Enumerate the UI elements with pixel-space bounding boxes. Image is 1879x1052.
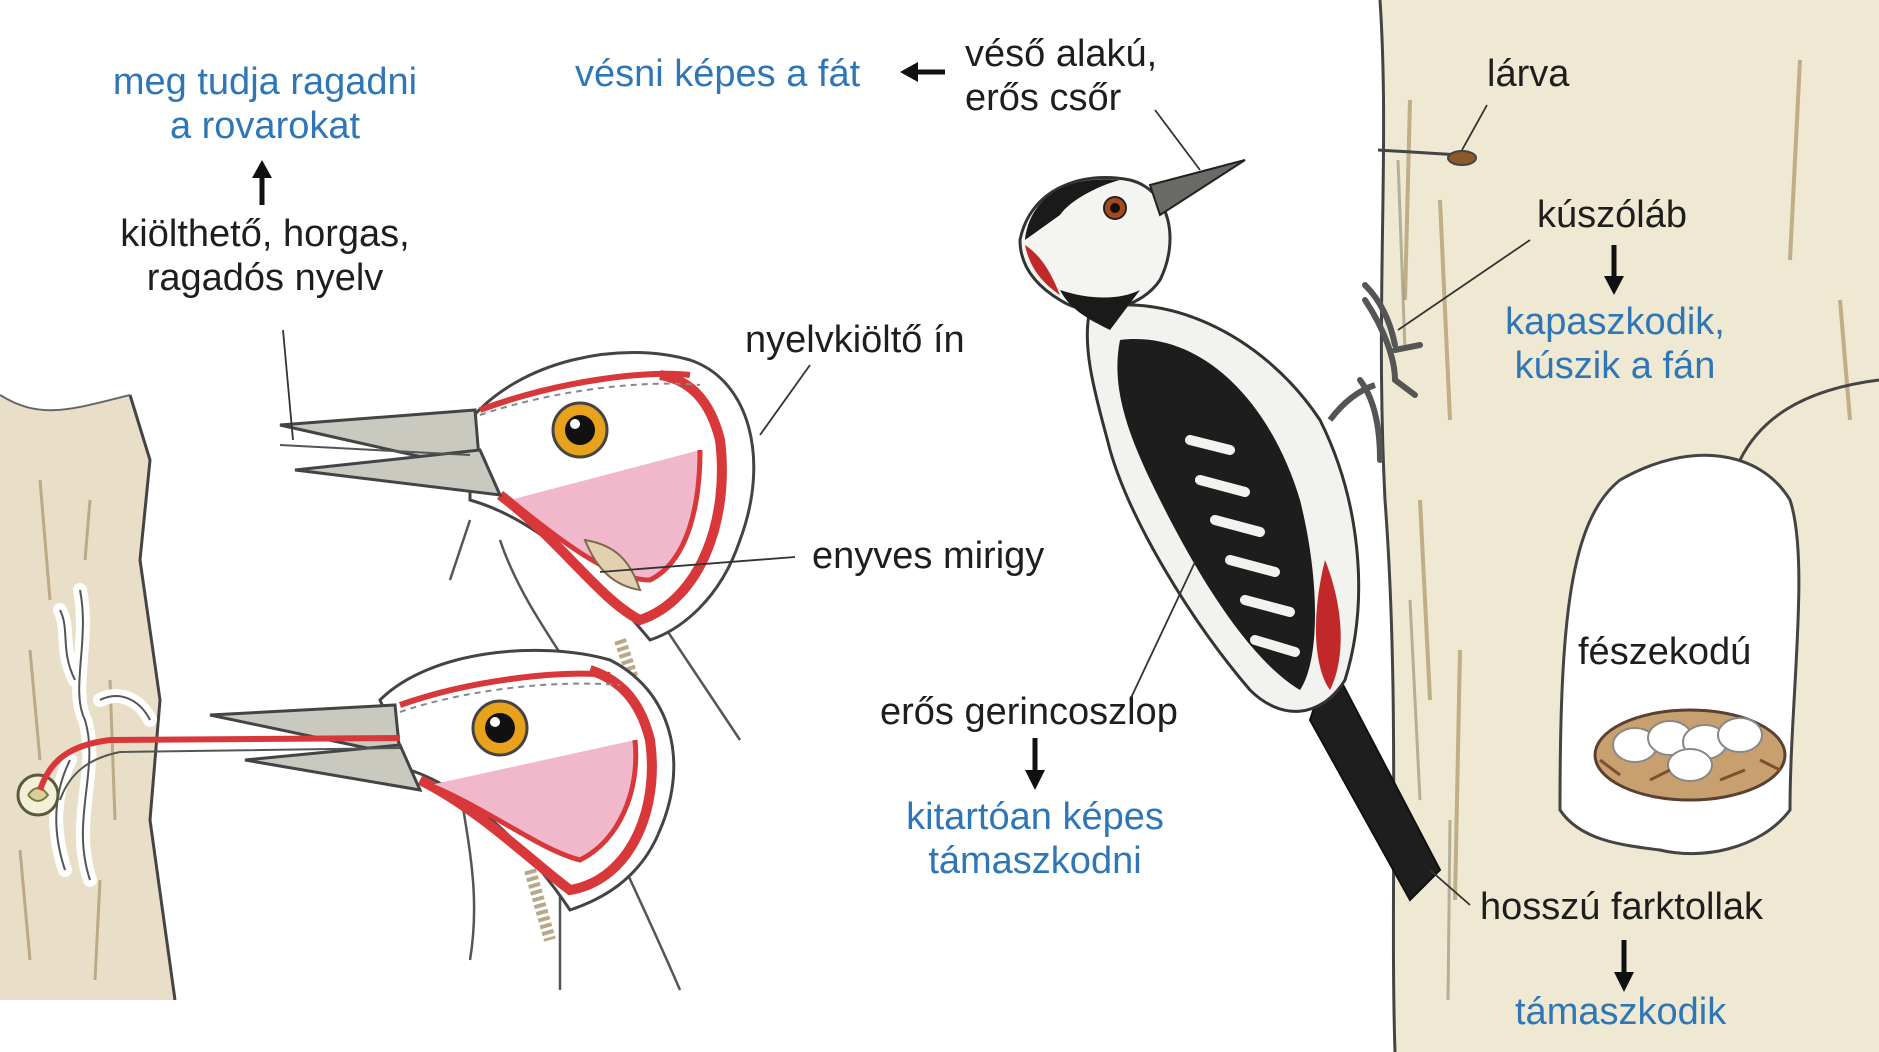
chisel-beak [1150,160,1245,215]
beak-label: véső alakú, erős csőr [965,32,1157,120]
tail-label: hosszú farktollak [1480,885,1763,929]
spine-result-label: kitartóan képes támaszkodni [880,795,1190,883]
arrow-left-icon [900,62,945,82]
climb-result-line-2: kúszik a fán [1490,344,1740,388]
tongue-line-1: kiölthető, horgas, [100,212,430,256]
tongue-label: kiölthető, horgas, ragadós nyelv [100,212,430,300]
great-spotted-woodpecker [1020,160,1440,900]
nest-with-eggs [1595,710,1785,800]
insect-grab-label: meg tudja ragadni a rovarokat [100,60,430,148]
climb-result-line-1: kapaszkodik, [1490,300,1740,344]
climbing-foot-label: kúszóláb [1537,193,1687,237]
chisel-result-label: vésni képes a fát [575,52,860,96]
nest-label: fészekodú [1578,630,1751,674]
climb-result-label: kapaszkodik, kúszik a fán [1490,300,1740,388]
beak-line-2: erős csőr [965,76,1157,120]
spine-result-line-1: kitartóan képes [880,795,1190,839]
left-tree-bark [0,395,175,1000]
insect-grab-line-2: a rovarokat [100,104,430,148]
tongue-line-2: ragadós nyelv [100,256,430,300]
insect-grab-line-1: meg tudja ragadni [100,60,430,104]
tail-result-label: támaszkodik [1515,990,1726,1034]
tendon-label: nyelvkiöltő ín [745,318,965,362]
beak-line-1: véső alakú, [965,32,1157,76]
spine-label: erős gerincoszlop [880,690,1178,734]
gland-label: enyves mirigy [812,534,1044,578]
arrow-up-icon [252,160,272,205]
arrow-down-icon [1025,738,1045,790]
spine-result-line-2: támaszkodni [880,839,1190,883]
larva-label: lárva [1487,52,1569,96]
larva-in-tunnel [18,775,58,815]
